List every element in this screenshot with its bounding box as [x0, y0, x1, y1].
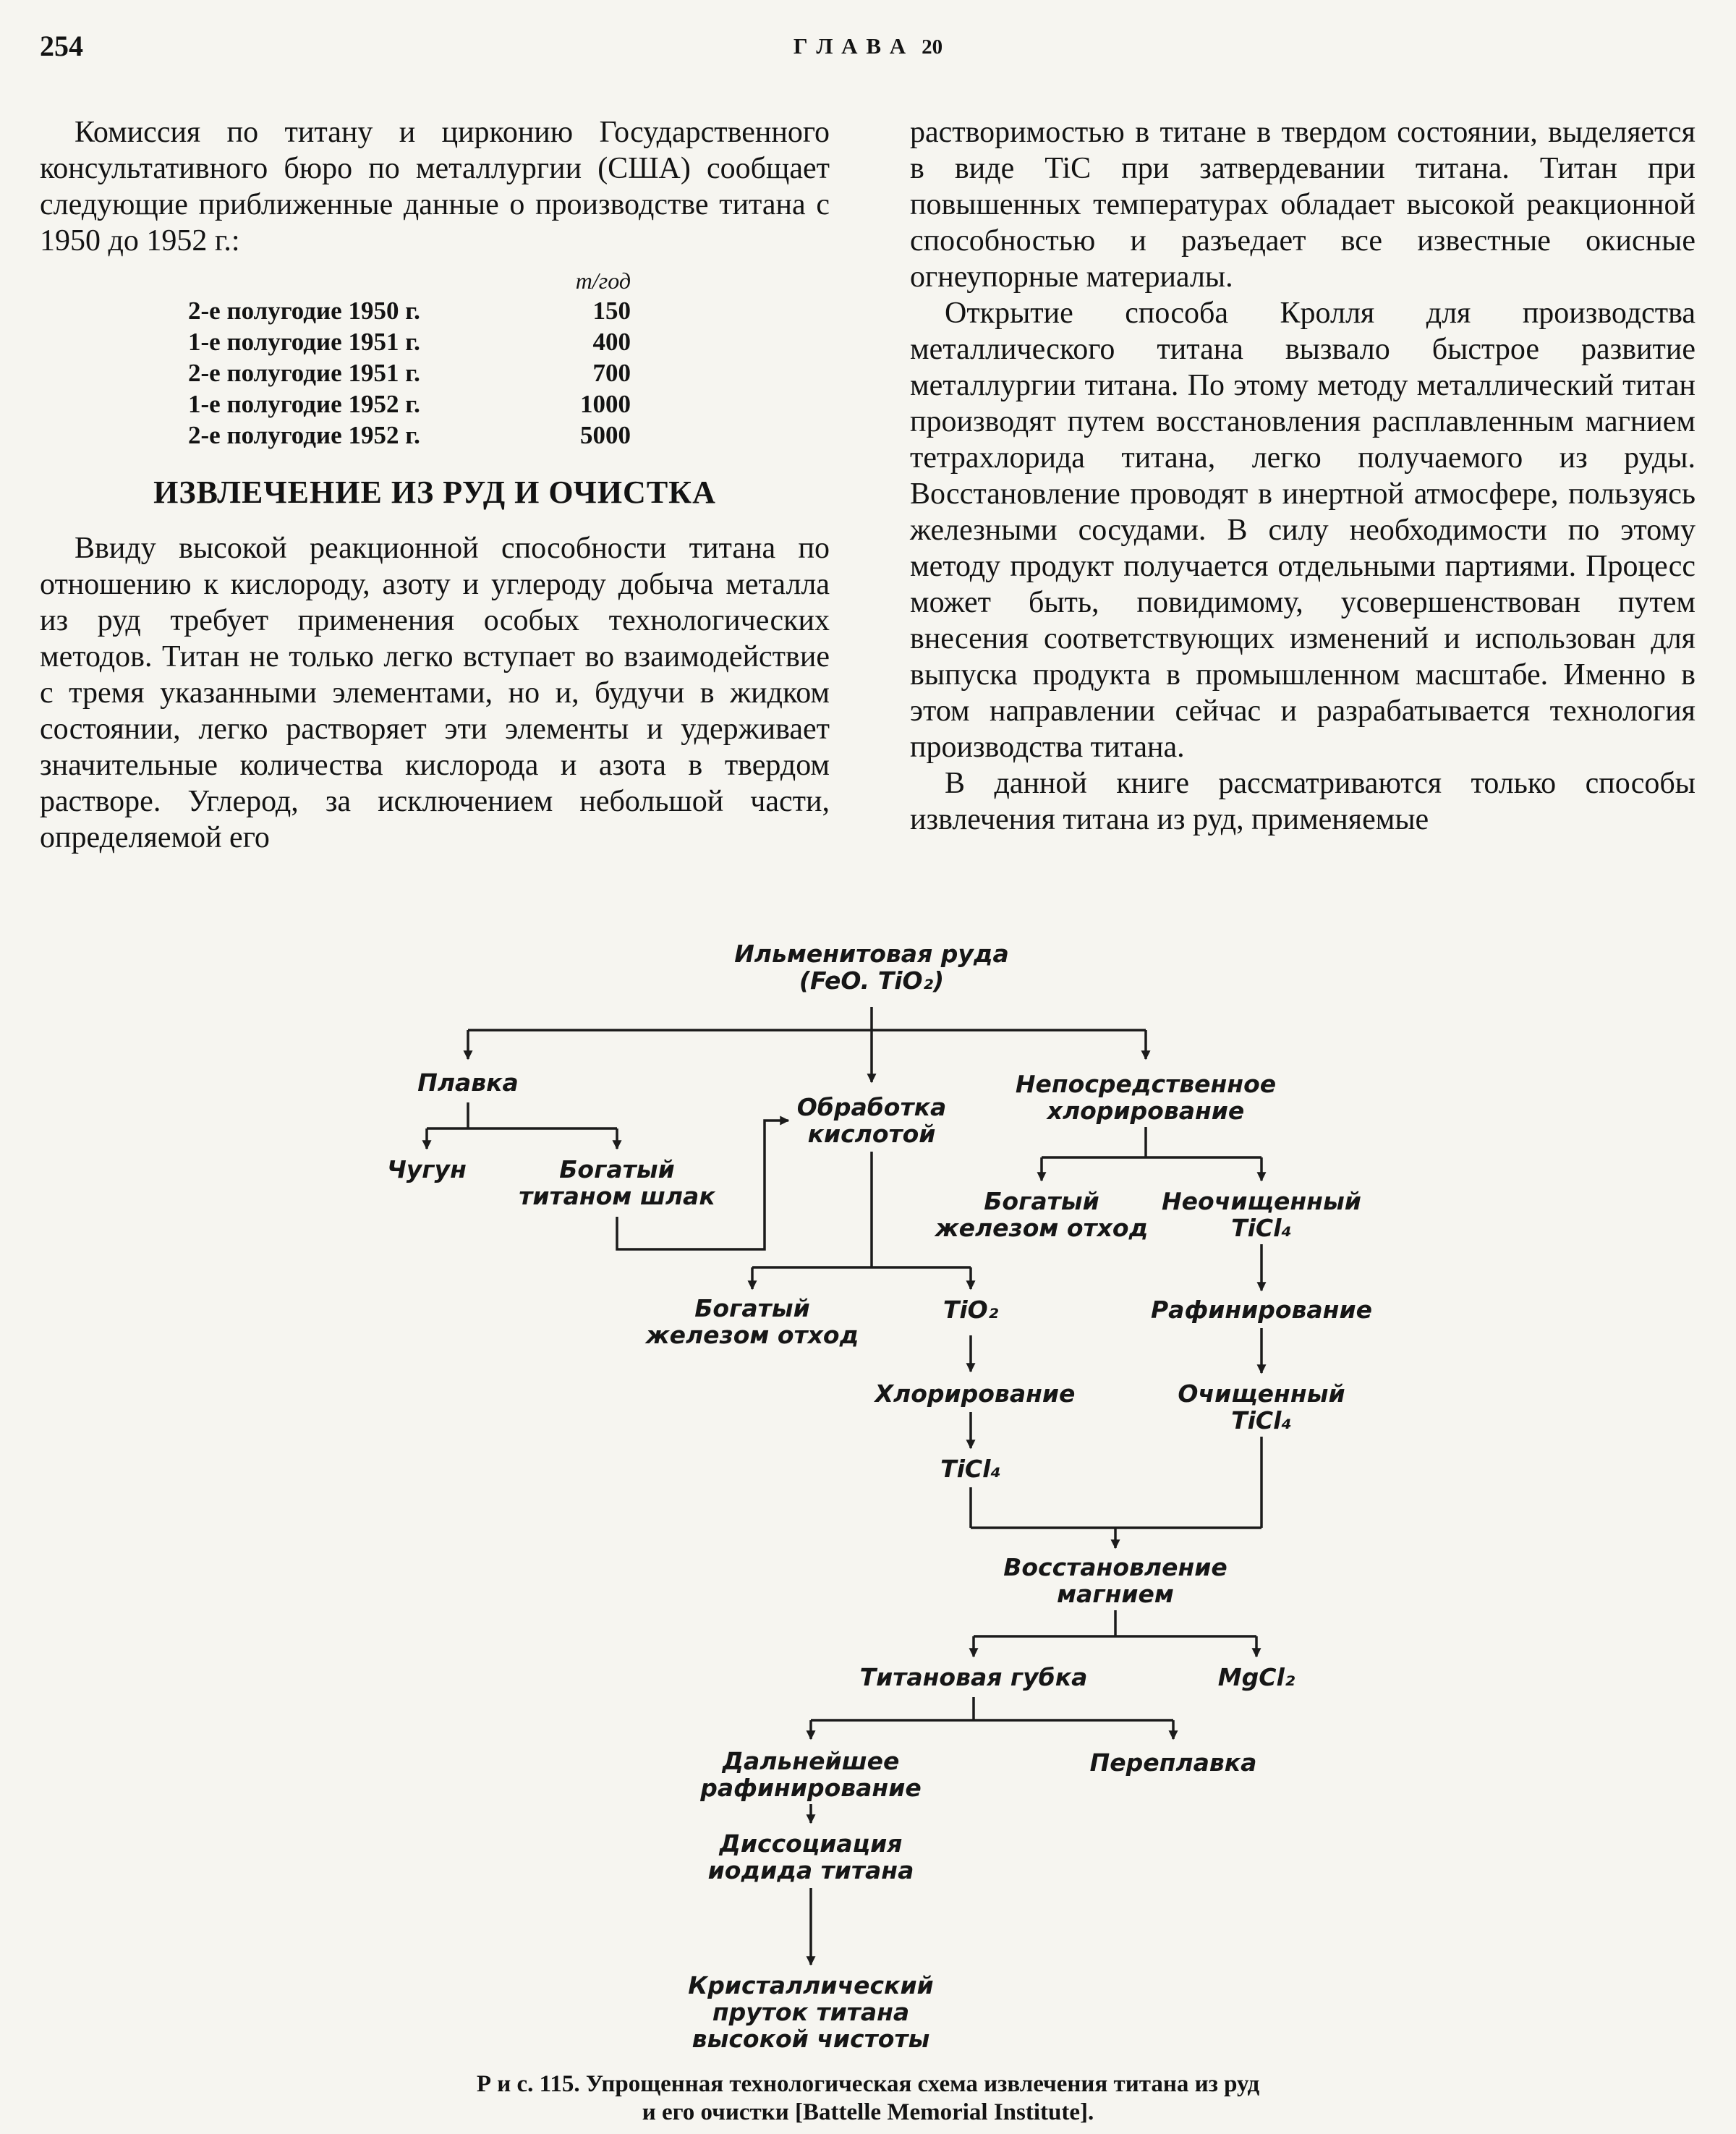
table-unit-header: т/год	[575, 268, 631, 294]
table-value: 150	[592, 297, 631, 325]
flow-node-purified-ticl4: Очищенный TiCl₄	[1178, 1380, 1345, 1434]
flow-node-iodide-dissociation: Диссоциация иодида титана	[707, 1829, 914, 1884]
flow-node-smelting: Плавка	[417, 1068, 519, 1097]
table-value: 1000	[580, 390, 631, 418]
flow-node-iron-rich-waste-acid: Богатый железом отход	[645, 1294, 859, 1349]
paragraph-extraction: Ввиду высокой реакционной способности ти…	[40, 532, 830, 854]
paragraph-intro: Комиссия по титану и цирконию Государств…	[40, 116, 830, 258]
table-period: 2-е полугодие 1951 г.	[188, 359, 420, 387]
page-number: 254	[40, 30, 83, 62]
table-period: 2-е полугодие 1950 г.	[188, 297, 420, 325]
flow-node-ilmenite-ore: Ильменитовая руда (FeO. TiO₂)	[734, 940, 1009, 995]
table-period: 1-е полугодие 1952 г.	[188, 390, 420, 418]
paragraph-book-scope: В данной книге рассматриваются только сп…	[910, 767, 1695, 836]
flow-node-remelting: Переплавка	[1089, 1748, 1257, 1777]
flow-node-crude-ticl4: Неочищенный TiCl₄	[1162, 1187, 1361, 1242]
flow-node-crystal-bar: Кристаллический пруток титана высокой чи…	[688, 1971, 934, 2053]
flow-node-direct-chlorination: Непосредственное хлорирование	[1015, 1070, 1277, 1125]
table-row: 2-е полугодие 1950 г. 150	[188, 295, 631, 326]
flow-node-iron-rich-waste-chlor: Богатый железом отход	[935, 1187, 1149, 1242]
paragraph-continuation: растворимостью в титане в твердом состоя…	[910, 116, 1695, 294]
figure-caption: Р и с. 115. Упрощенная технологическая с…	[476, 2071, 1260, 2125]
running-header-title: Г Л А В А	[793, 33, 908, 59]
table-period: 2-е полугодие 1952 г.	[188, 421, 420, 449]
flow-node-pig-iron: Чугун	[387, 1155, 467, 1183]
flow-node-titanium-slag: Богатый титаном шлак	[519, 1155, 715, 1210]
production-table: т/год 2-е полугодие 1950 г. 150 1-е полу…	[188, 266, 631, 451]
flow-node-magnesium-reduction: Восстановление магнием	[1003, 1553, 1227, 1608]
table-value: 5000	[580, 421, 631, 449]
table-value: 400	[592, 328, 631, 356]
right-column: растворимостью в титане в твердом состоя…	[910, 114, 1695, 838]
flow-node-acid-treatment: Обработка кислотой	[796, 1093, 947, 1148]
flow-node-ticl4: TiCl₄	[940, 1455, 1001, 1483]
paragraph-kroll-process: Открытие способа Кролля для производства…	[910, 297, 1695, 764]
table-row: 1-е полугодие 1952 г. 1000	[188, 388, 631, 420]
flow-node-tio2: TiO₂	[943, 1296, 999, 1324]
running-header: Г Л А В А 20	[0, 33, 1736, 59]
table-row: 2-е полугодие 1952 г. 5000	[188, 420, 631, 451]
flow-node-titanium-sponge: Титановая губка	[859, 1663, 1088, 1691]
table-row: 2-е полугодие 1951 г. 700	[188, 357, 631, 388]
flow-node-chlorination: Хлорирование	[875, 1380, 1076, 1408]
left-column: Комиссия по титану и цирконию Государств…	[40, 114, 830, 856]
flow-node-mgcl2: MgCl₂	[1217, 1663, 1295, 1691]
section-heading: ИЗВЛЕЧЕНИЕ ИЗ РУД И ОЧИСТКА	[153, 475, 716, 510]
table-period: 1-е полугодие 1951 г.	[188, 328, 420, 356]
table-row: 1-е полугодие 1951 г. 400	[188, 326, 631, 357]
flow-node-further-refining: Дальнейшее рафинирование	[700, 1747, 922, 1802]
table-value: 700	[592, 359, 631, 387]
running-header-chapter-number: 20	[922, 35, 943, 59]
flow-node-refining: Рафинирование	[1151, 1296, 1372, 1324]
